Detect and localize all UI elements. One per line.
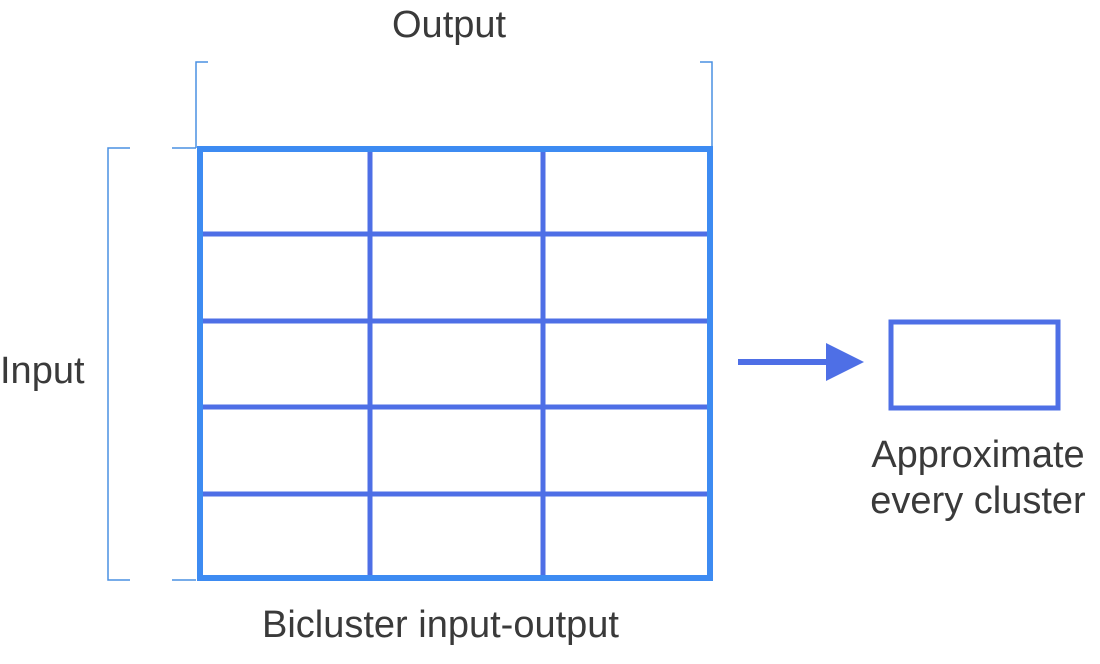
bicluster-grid [197, 146, 713, 581]
grid-border [197, 146, 713, 581]
approximation-label-line1: Approximate [871, 434, 1085, 476]
cluster-approximation-box [888, 319, 1061, 411]
diagram-caption: Bicluster input-output [262, 604, 619, 646]
input-bracket [107, 147, 196, 581]
output-label: Output [392, 4, 507, 46]
output-bracket [195, 61, 713, 148]
input-label: Input [0, 350, 85, 392]
arrow-right [738, 343, 864, 381]
approximation-label-line2: every cluster [870, 480, 1086, 523]
approximation-label: Approximate every cluster [858, 432, 1098, 525]
